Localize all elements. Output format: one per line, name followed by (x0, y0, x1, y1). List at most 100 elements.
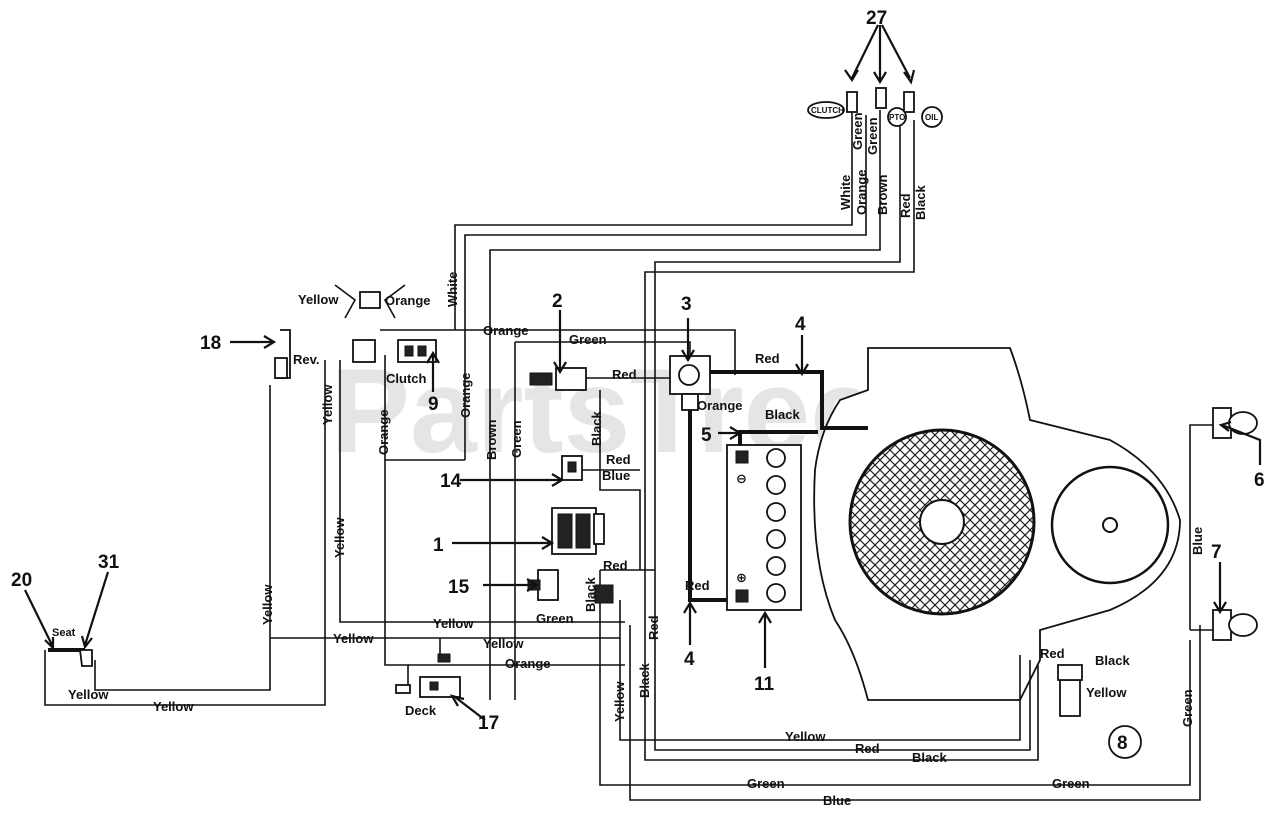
sensor-6 (1212, 407, 1258, 439)
wire-label: Red (685, 578, 710, 593)
wire-labels: Yellow Orange Orange Green Red Red Orang… (68, 292, 1130, 808)
wire-label: Red (898, 193, 913, 218)
wire-label: Blue (1190, 527, 1205, 555)
wire-label: Yellow (483, 636, 524, 651)
indicator-lamps: CLUTCH PTO OIL (807, 87, 943, 128)
deck-label: Deck (405, 703, 437, 718)
wire-label: Black (765, 407, 800, 422)
callout-20: 20 (11, 570, 32, 591)
reverse-switch (274, 329, 291, 379)
battery: ⊖ ⊕ (726, 444, 802, 611)
wire-label: Red (612, 367, 637, 382)
wire-labels-vertical: Green Green White Orange Brown Red Black… (260, 112, 1205, 727)
wire-label: Yellow (433, 616, 474, 631)
wire-label: White (445, 272, 460, 307)
callout-9: 9 (428, 394, 439, 415)
callout-17: 17 (478, 713, 499, 734)
wire-label: Orange (376, 409, 391, 455)
wire-label: Green (865, 117, 880, 155)
deck-switch (395, 653, 461, 698)
key-switch (529, 367, 587, 391)
wire-label: Red (755, 351, 780, 366)
callout-15: 15 (448, 577, 470, 598)
module (551, 507, 605, 555)
wire-label: Yellow (298, 292, 339, 307)
oil-indicator-lamp (921, 106, 943, 128)
callout-14: 14 (440, 471, 462, 492)
rev-label: Rev. (293, 352, 320, 367)
wire-label: Red (606, 452, 631, 467)
wire-label: Green (1052, 776, 1090, 791)
clutch-indicator-lamp (807, 101, 845, 119)
wire-label: Green (509, 420, 524, 458)
wire-label: White (838, 175, 853, 210)
callout-2: 2 (552, 291, 563, 312)
wire-label: Yellow (320, 384, 335, 425)
engine (813, 347, 1181, 701)
clutch-indicator-label: CLUTCH (811, 106, 844, 115)
wire-label: Yellow (260, 584, 275, 625)
wire-label: Green (850, 112, 865, 150)
battery-plus: ⊕ (736, 570, 747, 585)
wire-label: Black (589, 411, 604, 446)
wire-label: Black (583, 577, 598, 612)
wire-label: Green (747, 776, 785, 791)
wire-label: Orange (505, 656, 551, 671)
wire-label: Yellow (1086, 685, 1127, 700)
wire-label: Orange (385, 293, 431, 308)
wire-label: Orange (458, 372, 473, 418)
seat-label: Seat (52, 627, 76, 639)
callout-6: 6 (1254, 470, 1265, 491)
relay (561, 455, 583, 481)
sensor-7 (1212, 609, 1258, 641)
wire-label: Black (912, 750, 947, 765)
wire-label: Yellow (153, 699, 194, 714)
pto-indicator-label: PTO (889, 113, 905, 122)
wire-label: Red (646, 615, 661, 640)
wire-label: Brown (875, 175, 890, 216)
callout-4-top: 4 (795, 314, 806, 335)
wires (44, 110, 1215, 801)
pto-indicator-lamp (887, 107, 907, 127)
oil-indicator-label: OIL (925, 113, 938, 122)
wire-label: Yellow (333, 631, 374, 646)
clutch-label: Clutch (386, 371, 427, 386)
wire-label: Blue (823, 793, 851, 808)
wire-label: Brown (484, 420, 499, 461)
callout-arrows (24, 24, 1262, 721)
wire-label: Yellow (332, 517, 347, 558)
wire-label: Green (569, 332, 607, 347)
callout-1: 1 (433, 535, 444, 556)
wire-label: Orange (483, 323, 529, 338)
callout-18: 18 (200, 333, 221, 354)
wire-label: Orange (697, 398, 743, 413)
wire-label: Green (1180, 689, 1195, 727)
wire-label: Yellow (612, 681, 627, 722)
wire-label: Yellow (68, 687, 109, 702)
wire-label: Black (637, 663, 652, 698)
yellow-orange-connector (334, 284, 406, 319)
callout-3: 3 (681, 294, 692, 315)
seat-switch (48, 648, 93, 667)
callout-8: 8 (1117, 733, 1128, 754)
callout-11: 11 (754, 674, 775, 695)
callout-7: 7 (1211, 542, 1222, 563)
callout-31: 31 (98, 552, 120, 573)
wire-label: Red (1040, 646, 1065, 661)
wire-label: Red (855, 741, 880, 756)
wire-label: Green (536, 611, 574, 626)
battery-minus: ⊖ (736, 471, 747, 486)
wire-label: Red (603, 558, 628, 573)
sensor (527, 569, 614, 604)
wire-label: Yellow (785, 729, 826, 744)
starter-solenoid (669, 355, 711, 411)
callout-4-bottom: 4 (684, 649, 695, 670)
wire-label: Black (913, 185, 928, 220)
callout-5: 5 (701, 425, 712, 446)
wire-label: Blue (602, 468, 630, 483)
callout-27: 27 (866, 8, 887, 29)
clutch-switch (352, 339, 437, 363)
wire-label: Black (1095, 653, 1130, 668)
wire-label: Orange (854, 169, 869, 215)
